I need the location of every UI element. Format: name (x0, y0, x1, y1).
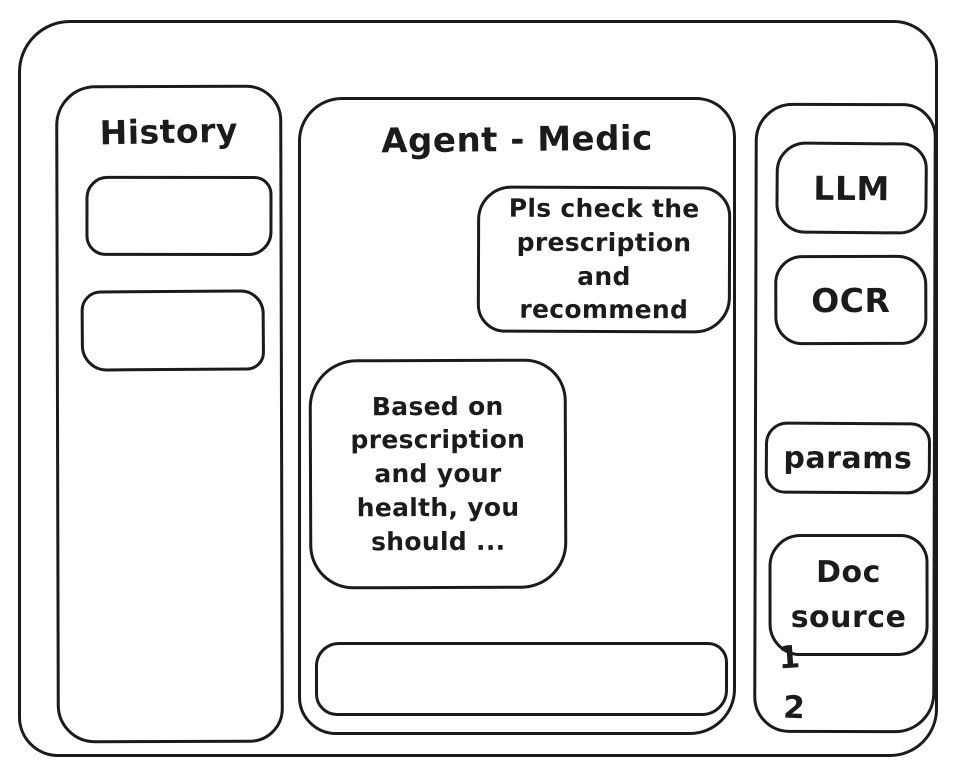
app-window: History Agent - Medic Pls check the pres… (18, 20, 938, 757)
chat-title: Agent - Medic (381, 118, 653, 162)
llm-button[interactable]: LLM (775, 141, 928, 235)
ocr-button[interactable]: OCR (774, 254, 928, 346)
history-item[interactable] (85, 175, 273, 257)
user-message-text: Pls check the prescription and recommend (508, 193, 700, 325)
doc-source-button[interactable]: Doc source (768, 533, 929, 657)
assistant-message-text: Based on prescription and your health, y… (350, 391, 526, 556)
assistant-message-bubble: Based on prescription and your health, y… (308, 358, 568, 590)
history-panel: History (55, 84, 284, 744)
message-input[interactable] (315, 642, 728, 716)
history-item[interactable] (80, 289, 266, 372)
params-button[interactable]: params (764, 421, 932, 495)
tools-panel: LLM OCR params Doc source 1 2 (753, 102, 937, 734)
chat-panel: Agent - Medic Pls check the prescription… (298, 97, 736, 735)
history-title: History (99, 110, 239, 153)
doc-source-item-2: 2 (782, 689, 806, 727)
doc-source-item-1: 1 (777, 639, 802, 677)
user-message-bubble: Pls check the prescription and recommend (476, 185, 732, 334)
